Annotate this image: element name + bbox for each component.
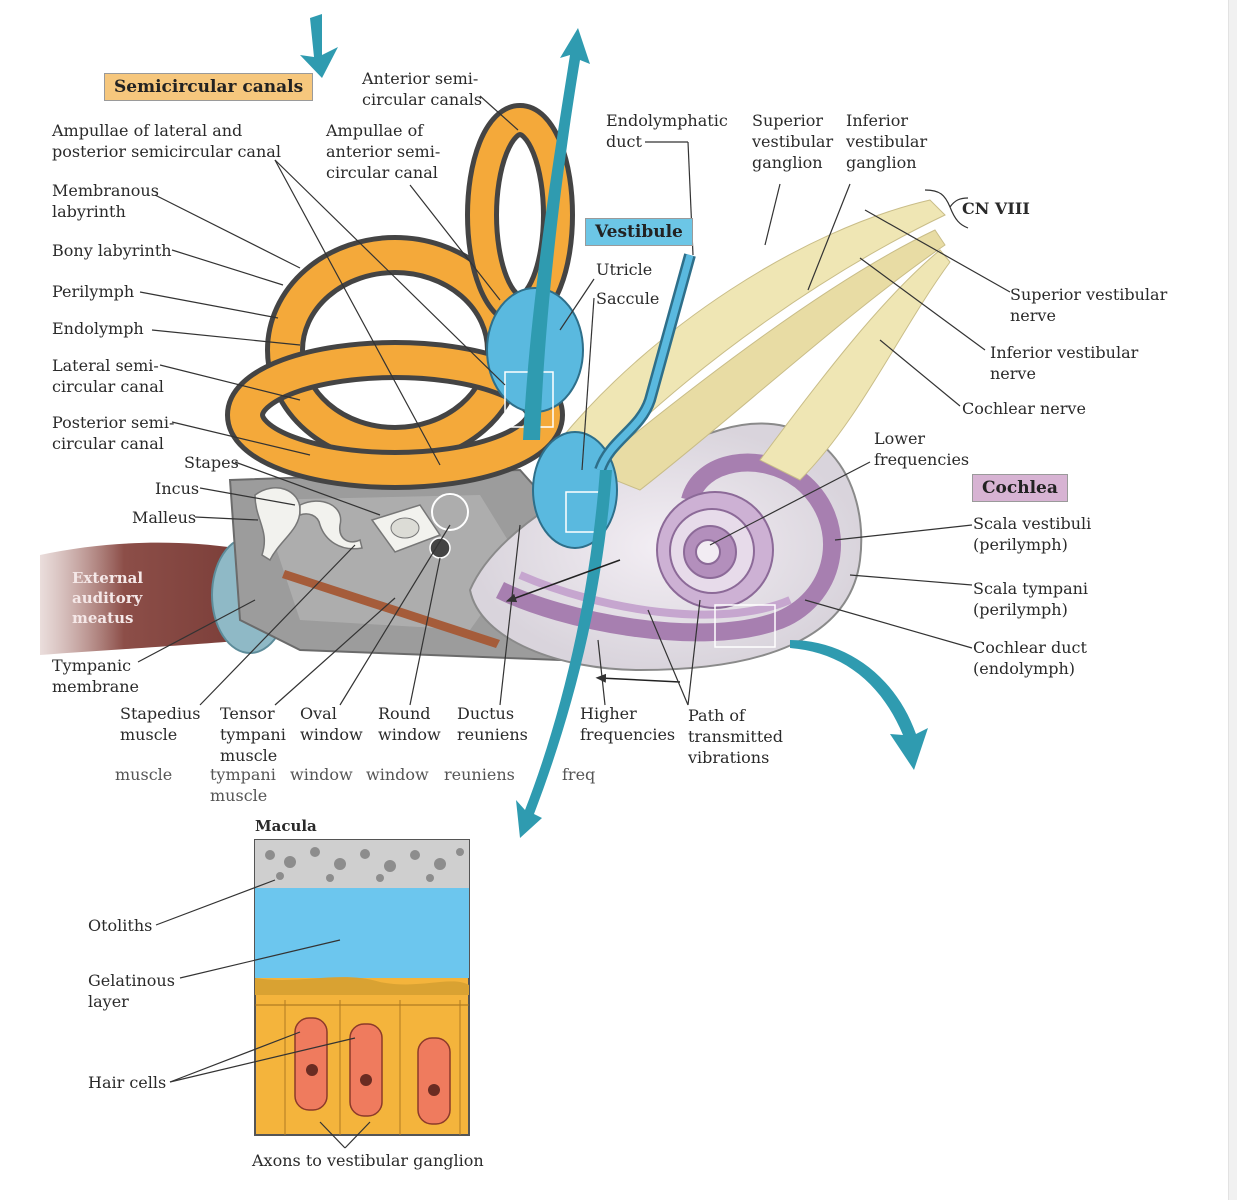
label-path-vibrations: Path of transmitted vibrations <box>688 706 783 767</box>
ghost-label-round: window <box>366 765 429 784</box>
ghost-label-higher: freq <box>562 765 596 784</box>
label-cn-viii: CN VIII <box>962 199 1030 218</box>
vestibule-box: Vestibule <box>585 218 693 246</box>
label-tensor-tympani: Tensor tympani muscle <box>220 704 286 765</box>
macula-title: Macula <box>255 817 317 835</box>
incus-shape <box>299 500 363 550</box>
label-utricle: Utricle <box>596 260 653 279</box>
label-scala-tympani: Scala tympani (perilymph) <box>973 579 1089 619</box>
label-inferior-nerve: Inferior vestibular nerve <box>990 343 1139 383</box>
teal-arrows <box>300 14 928 838</box>
label-otoliths: Otoliths <box>88 916 153 935</box>
cochlea-box: Cochlea <box>972 474 1068 502</box>
label-scala-vestibuli: Scala vestibuli (perilymph) <box>973 514 1092 554</box>
label-inferior-ganglion: Inferior vestibular ganglion <box>846 111 928 172</box>
label-tympanic-membrane: Tympanic membrane <box>52 656 140 696</box>
ghost-label-tensor: tympani muscle <box>210 765 276 805</box>
malleus-shape <box>254 487 301 562</box>
page-edge <box>1228 0 1237 1200</box>
label-hair-cells: Hair cells <box>88 1073 167 1092</box>
leader-lines <box>137 95 1011 706</box>
label-stapes: Stapes <box>184 453 239 472</box>
label-incus: Incus <box>155 479 200 498</box>
label-malleus: Malleus <box>132 508 197 527</box>
label-lower-frequencies: Lower frequencies <box>874 429 970 469</box>
label-cochlear-nerve: Cochlear nerve <box>962 399 1086 418</box>
external-meatus-shape <box>40 542 250 655</box>
ghost-label-ductus: reuniens <box>444 765 515 784</box>
label-stapedius: Stapedius muscle <box>120 704 201 744</box>
cochlear-nerve-shape <box>759 249 951 481</box>
label-ampullae-lateral: Ampullae of lateral and posterior semici… <box>52 121 281 161</box>
label-superior-ganglion: Superior vestibular ganglion <box>752 111 834 172</box>
label-saccule: Saccule <box>596 289 660 308</box>
label-anterior-canals: Anterior semi- circular canals <box>362 69 483 109</box>
label-higher-frequencies: Higher frequencies <box>580 704 676 744</box>
label-ductus-reuniens: Ductus reuniens <box>457 704 528 744</box>
macula-inset <box>254 839 470 1136</box>
label-superior-nerve: Superior vestibular nerve <box>1010 285 1168 325</box>
label-external-meatus: External auditory meatus <box>72 569 144 627</box>
label-posterior-canal: Posterior semi- circular canal <box>52 413 175 453</box>
label-oval-window: Oval window <box>300 704 363 744</box>
label-endolymphatic-duct: Endolymphatic duct <box>606 111 728 151</box>
label-round-window: Round window <box>378 704 441 744</box>
label-lateral-canal: Lateral semi- circular canal <box>52 356 164 396</box>
label-perilymph: Perilymph <box>52 282 135 301</box>
label-bony-labyrinth: Bony labyrinth <box>52 241 172 260</box>
scala-tympani-shape <box>495 453 841 642</box>
ghost-label-oval: window <box>290 765 353 784</box>
label-endolymph: Endolymph <box>52 319 144 338</box>
ghost-label-stapedius: muscle <box>115 765 173 784</box>
label-ampullae-anterior: Ampullae of anterior semi- circular cana… <box>326 121 441 182</box>
label-axons: Axons to vestibular ganglion <box>252 1151 484 1170</box>
semicircular-canals-box: Semicircular canals <box>104 73 314 101</box>
label-cochlear-duct: Cochlear duct (endolymph) <box>973 638 1087 678</box>
macula-leader-lines <box>155 879 371 1149</box>
label-membranous-labyrinth: Membranous labyrinth <box>52 181 159 221</box>
label-gelatinous-layer: Gelatinous layer <box>88 971 175 1011</box>
